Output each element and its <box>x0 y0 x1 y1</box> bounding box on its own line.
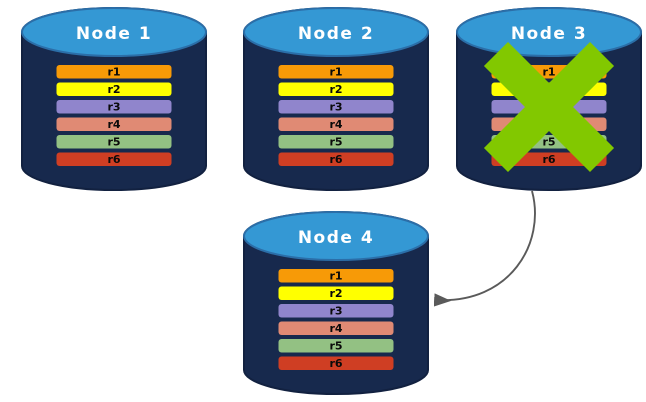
record-bar <box>278 339 394 353</box>
record-bar <box>278 269 394 283</box>
record-bar <box>56 100 172 114</box>
node-title-label: Node 1 <box>76 24 152 44</box>
record-label: r3 <box>329 100 342 113</box>
record-bar <box>278 286 394 300</box>
record-row-r2[interactable]: r2 <box>278 82 394 97</box>
record-row-r5[interactable]: r5 <box>278 135 394 149</box>
record-row-r3[interactable]: r3 <box>278 100 394 114</box>
record-row-r6[interactable]: r6 <box>56 152 172 167</box>
record-bar <box>278 117 394 131</box>
record-label: r1 <box>107 65 120 78</box>
record-label: r5 <box>329 339 342 352</box>
record-bar <box>56 117 172 131</box>
record-row-r3[interactable]: r3 <box>56 100 172 114</box>
record-row-r4[interactable]: r4 <box>278 117 394 132</box>
cylinder-top-ellipse <box>21 7 207 57</box>
record-label: r6 <box>329 153 342 166</box>
node-title-label: Node 4 <box>298 228 374 248</box>
record-label: r5 <box>329 135 342 148</box>
record-bar <box>278 65 394 79</box>
record-stack: r1 r2 r3 r4 r5 <box>56 65 172 167</box>
record-label: r3 <box>107 100 120 113</box>
record-row-r6[interactable]: r6 <box>278 152 394 167</box>
record-label: r6 <box>542 153 555 166</box>
failover-arrow-icon <box>433 190 536 307</box>
record-bar <box>278 82 394 96</box>
record-row-r5[interactable]: r5 <box>56 135 172 149</box>
record-bar <box>56 135 172 149</box>
record-bar <box>278 356 394 370</box>
record-row-r4[interactable]: r4 <box>278 321 394 336</box>
record-bar <box>278 135 394 149</box>
record-row-r1[interactable]: r1 <box>56 65 172 79</box>
node-cylinder-node4[interactable]: Node 4 r1 r2 r3 r4 <box>243 211 429 395</box>
record-label: r4 <box>107 118 120 131</box>
record-row-r6[interactable]: r6 <box>278 356 394 371</box>
node-title-label: Node 3 <box>511 24 587 44</box>
record-label: r6 <box>107 153 120 166</box>
record-label: r2 <box>329 83 342 96</box>
record-label: r3 <box>329 304 342 317</box>
record-label: r6 <box>329 357 342 370</box>
record-row-r2[interactable]: r2 <box>278 286 394 301</box>
node-cylinder-node2[interactable]: Node 2 r1 r2 r3 r4 <box>243 7 429 191</box>
record-label: r2 <box>107 83 120 96</box>
failure-cross-bar-2 <box>483 41 615 173</box>
record-row-r5[interactable]: r5 <box>278 339 394 353</box>
record-label: r5 <box>542 135 555 148</box>
record-label: r5 <box>107 135 120 148</box>
cylinder-top-ellipse <box>243 7 429 57</box>
cylinder-top-ellipse <box>243 211 429 261</box>
cylinder-top-ellipse <box>456 7 642 57</box>
record-label: r4 <box>329 118 342 131</box>
record-label: r1 <box>329 269 342 282</box>
record-bar <box>56 152 172 166</box>
record-row-r1[interactable]: r1 <box>278 269 394 283</box>
record-label: r2 <box>329 287 342 300</box>
failure-cross-icon <box>483 41 615 173</box>
record-label: r4 <box>329 322 342 335</box>
record-row-r2[interactable]: r2 <box>56 82 172 97</box>
record-bar <box>278 152 394 166</box>
record-row-r3[interactable]: r3 <box>278 304 394 318</box>
record-bar <box>278 304 394 318</box>
record-label: r1 <box>542 65 555 78</box>
node-title-label: Node 2 <box>298 24 374 44</box>
node-cylinder-node1[interactable]: Node 1 r1 r2 r3 r4 <box>21 7 207 191</box>
record-row-r4[interactable]: r4 <box>56 117 172 132</box>
record-bar <box>56 65 172 79</box>
record-bar <box>56 82 172 96</box>
record-bar <box>278 321 394 335</box>
record-stack: r1 r2 r3 r4 r5 <box>278 65 394 167</box>
record-label: r1 <box>329 65 342 78</box>
record-stack: r1 r2 r3 r4 r5 <box>278 269 394 371</box>
record-bar <box>278 100 394 114</box>
record-row-r1[interactable]: r1 <box>278 65 394 79</box>
